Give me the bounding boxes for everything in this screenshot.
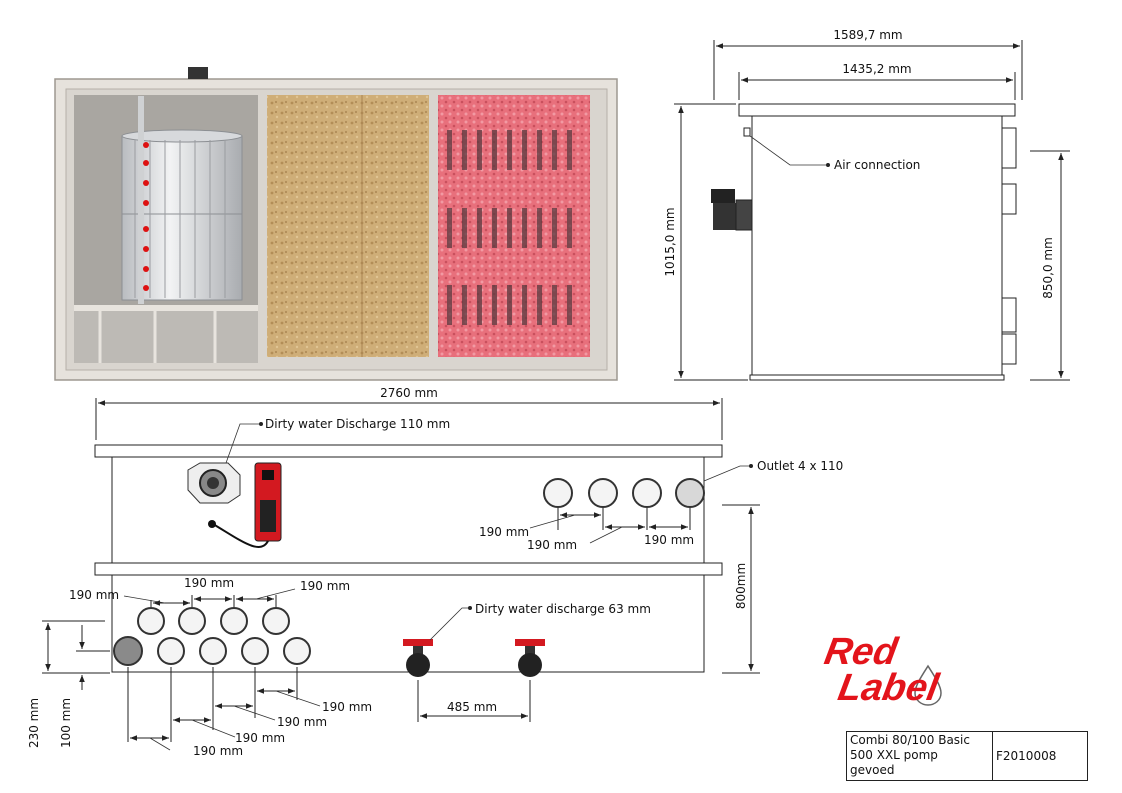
length-label: 2760 mm (380, 386, 438, 400)
control-unit (208, 462, 282, 548)
title-code: F2010008 (996, 749, 1057, 763)
title-block: Combi 80/100 Basic 500 XXL pomp gevoed F… (846, 731, 1088, 781)
inlet-spacing-bottom-2: 190 mm (277, 715, 327, 729)
height-total-label: 1015,0 mm (663, 207, 677, 276)
drum-filter (121, 96, 243, 304)
outlet-spacing-2: 190 mm (527, 538, 577, 552)
inlet-spacing-top-3: 190 mm (300, 579, 350, 593)
inlet-spacing-top-2: 190 mm (184, 576, 234, 590)
outlet-spacing-1: 190 mm (479, 525, 529, 539)
outlet-label: Outlet 4 x 110 (757, 459, 843, 473)
inlet-spacing-top-1: 190 mm (69, 588, 119, 602)
height-100-label: 100 mm (59, 698, 73, 748)
inlet-circles (113, 607, 311, 666)
inlet-spacing-bottom-4: 190 mm (193, 744, 243, 758)
inlet-spacing-bottom-3: 190 mm (235, 731, 285, 745)
valve-spacing-label: 485 mm (447, 700, 497, 714)
side-pump-icon (711, 189, 753, 231)
logo-line2: Label (835, 666, 943, 709)
height-800-label: 800mm (734, 563, 748, 609)
red-label-logo: Red Label (821, 630, 943, 709)
inlet-spacing-bottom-1: 190 mm (322, 700, 372, 714)
height-230-label: 230 mm (27, 698, 41, 748)
width-inner-label: 1435,2 mm (842, 62, 911, 76)
width-outer-label: 1589,7 mm (833, 28, 902, 42)
discharge-63-valves (403, 639, 545, 677)
side-view (674, 40, 1070, 381)
air-connection-label: Air connection (834, 158, 920, 172)
front-view (42, 398, 760, 751)
top-view (54, 67, 618, 381)
logo-line1: Red (821, 630, 902, 673)
outlet-spacing-3: 190 mm (644, 533, 694, 547)
filter-mat-slots (447, 130, 572, 325)
outlet-circles (543, 478, 705, 508)
discharge-110-fitting (187, 462, 241, 504)
discharge-110-label: Dirty water Discharge 110 mm (265, 417, 450, 431)
height-side-label: 850,0 mm (1041, 237, 1055, 299)
discharge-63-label: Dirty water discharge 63 mm (475, 602, 651, 616)
title-description: Combi 80/100 Basic 500 XXL pomp gevoed (847, 732, 993, 780)
